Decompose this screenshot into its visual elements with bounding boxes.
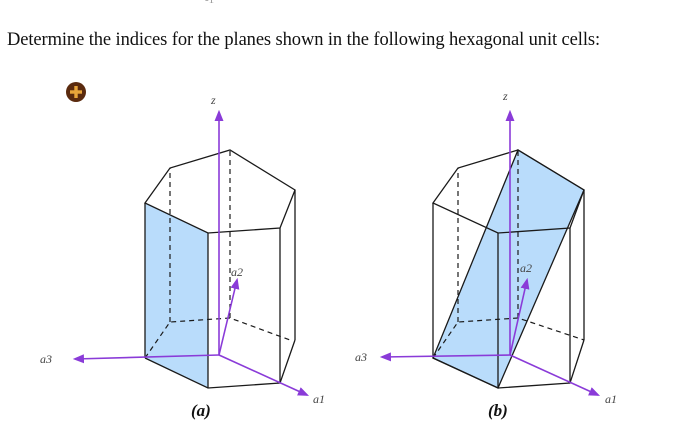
plane-b	[433, 150, 584, 388]
plus-circle-icon[interactable]	[65, 81, 87, 103]
figure-caption-a: (a)	[191, 401, 211, 420]
axis-label-a2: a2	[520, 261, 532, 275]
axis-label-a3: a3	[40, 352, 52, 366]
axis-label-a2: a2	[231, 265, 243, 279]
axis-label-z: z	[210, 93, 216, 107]
visible-edges-b	[432, 149, 585, 389]
visible-edges-a	[144, 149, 296, 389]
top-cropped-mark: -1	[205, 0, 215, 6]
axis-label-a3: a3	[355, 350, 367, 364]
hidden-edges-b	[432, 150, 585, 359]
hidden-edges-a	[144, 150, 291, 359]
plane-a	[145, 203, 208, 388]
figure-caption-b: (b)	[488, 401, 508, 420]
axis-label-z: z	[502, 89, 508, 103]
axes-a	[72, 109, 310, 396]
question-text: Determine the indices for the planes sho…	[7, 30, 600, 50]
axes-b	[379, 109, 601, 396]
axis-label-a1: a1	[605, 392, 617, 406]
axis-label-a1: a1	[313, 392, 325, 406]
